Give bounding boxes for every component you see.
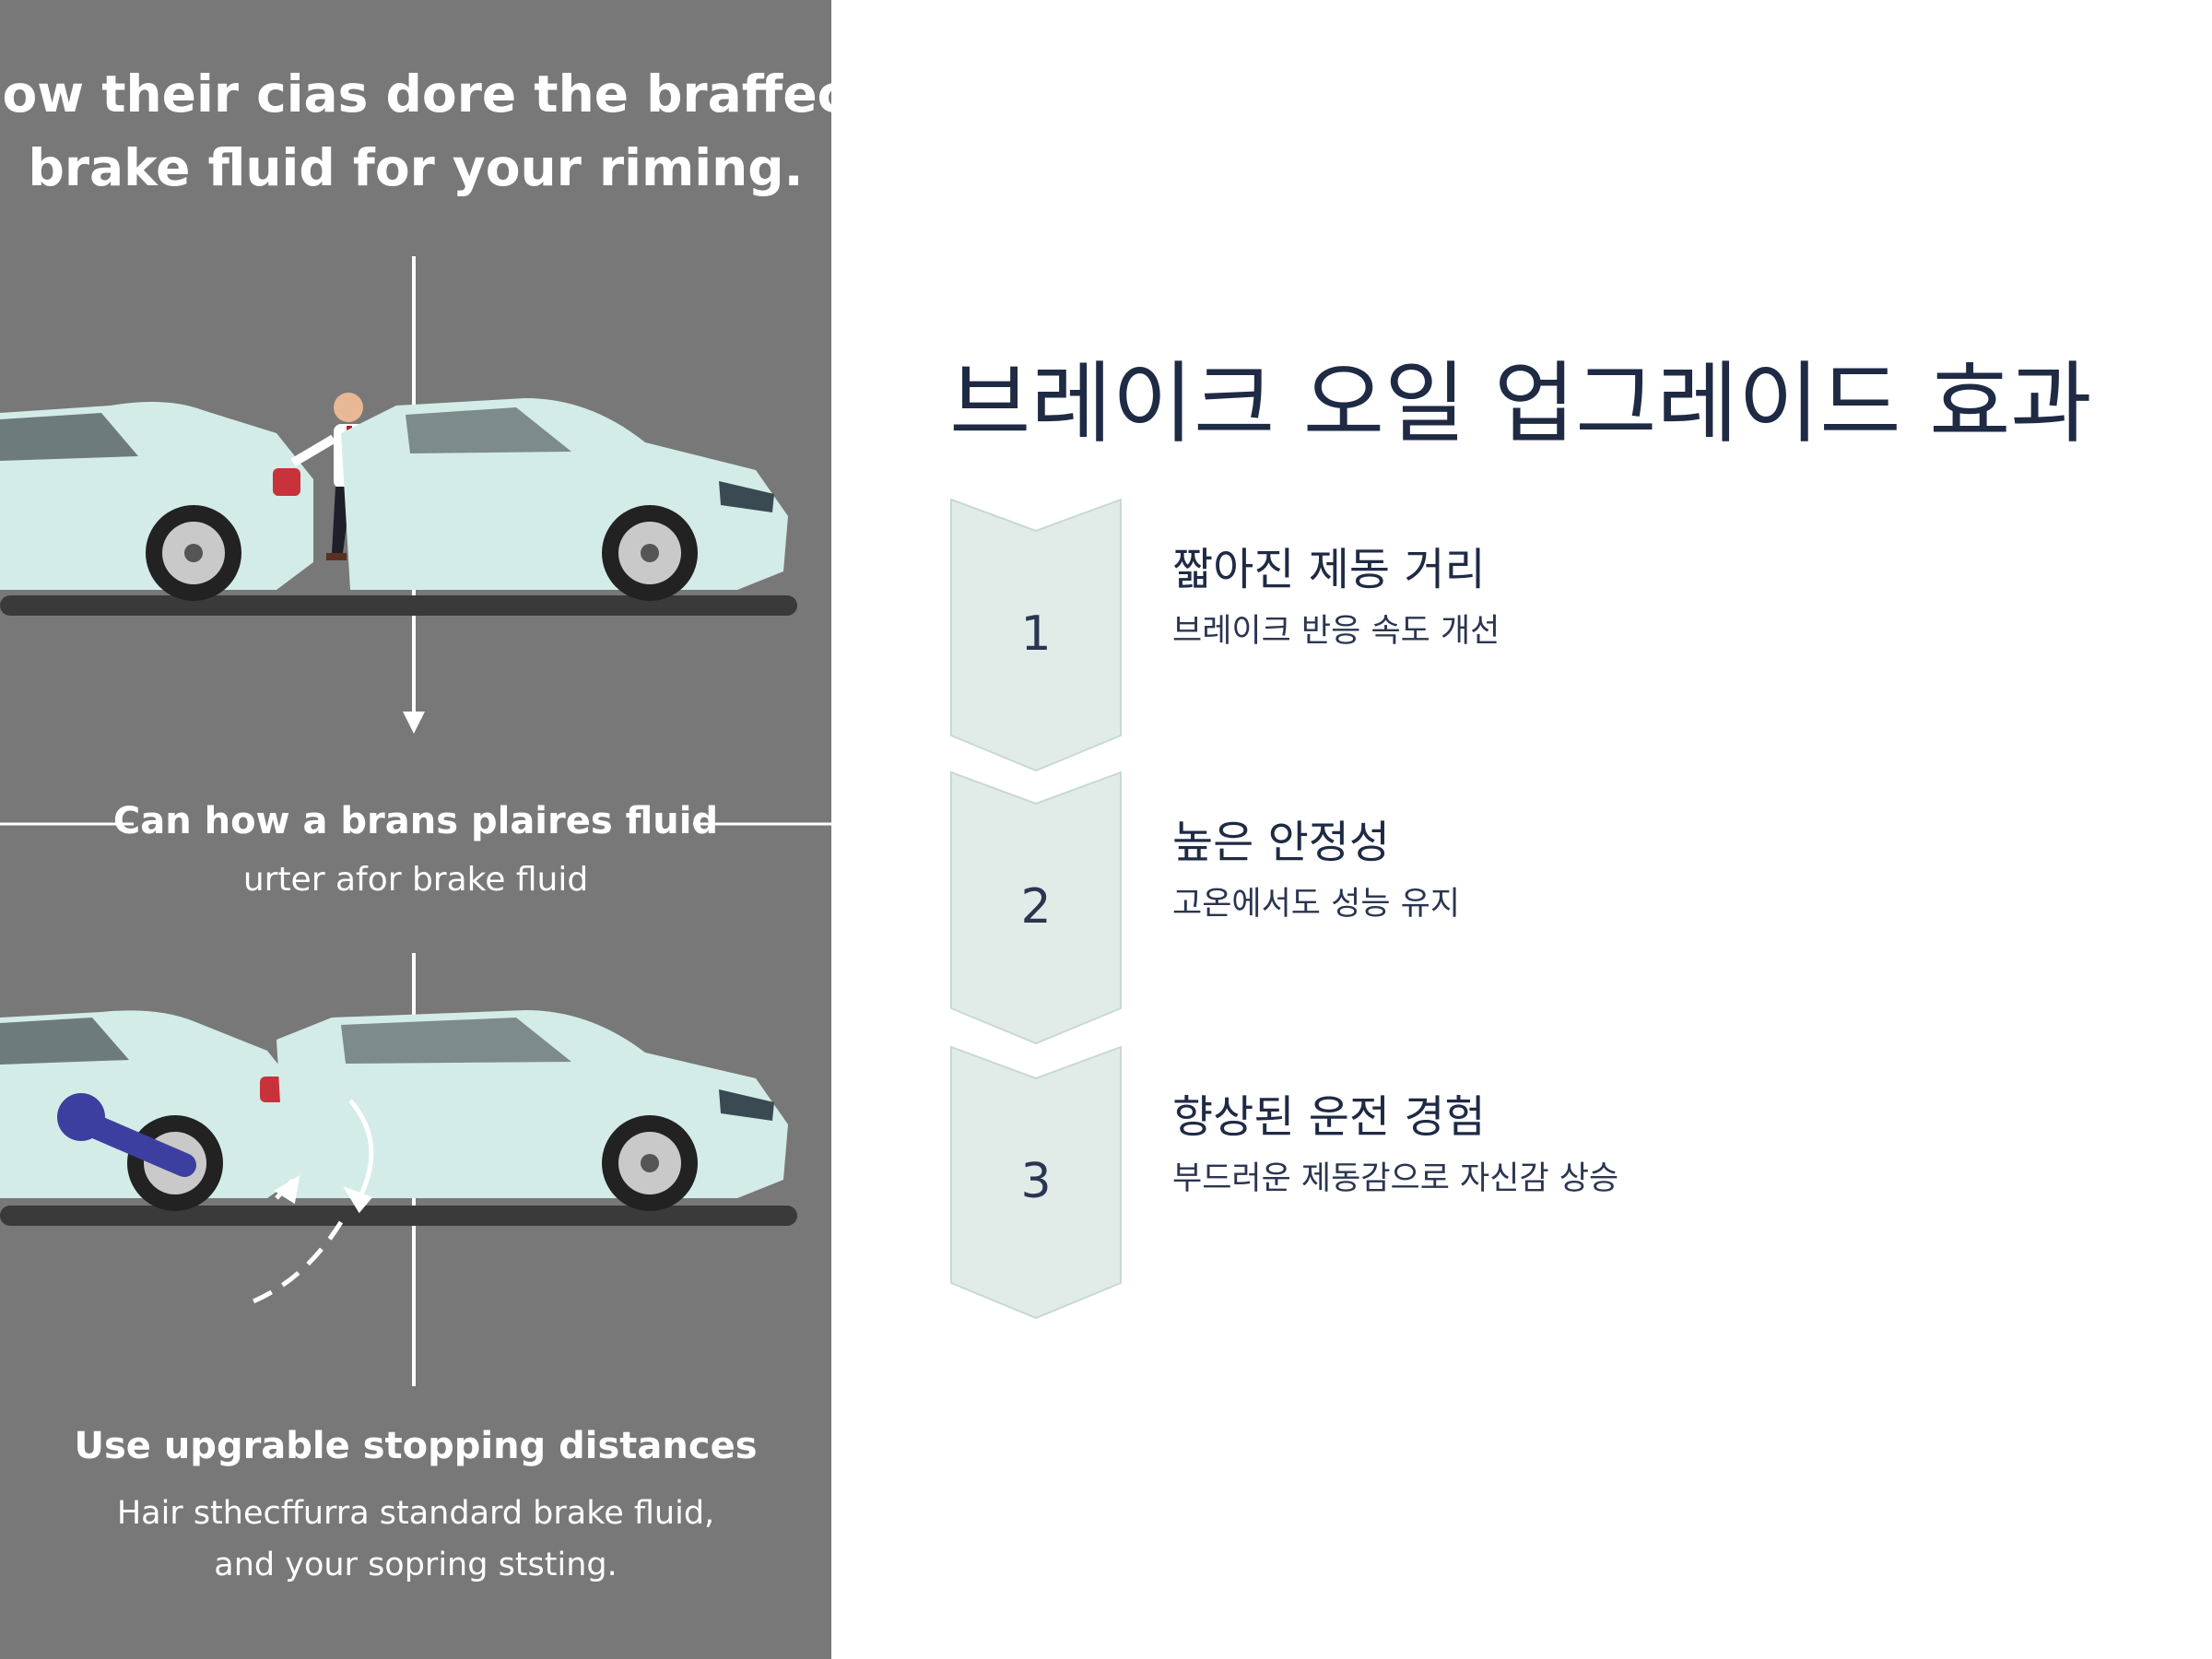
step-number: 3 [1020, 1154, 1052, 1209]
illustration-title-line2: brake fluid for your riming. [28, 138, 804, 197]
illustration-bottom-heading: Use upgrable stopping distances [74, 1425, 758, 1467]
car-right-top [341, 398, 788, 601]
step-item-3: 3 향상된 운전 경험 부드러운 제동감으로 자신감 상승 [949, 1045, 2147, 1322]
slide-title: 브레이크 오일 업그레이드 효과 [949, 352, 2092, 455]
car-left-bottom [0, 1010, 304, 1211]
step-description: 고온에서도 성능 유지 [1172, 886, 1461, 923]
car-shadow-bottom [0, 1206, 797, 1226]
step-title: 짧아진 제동 거리 [1172, 544, 1486, 595]
step-item-1: 1 짧아진 제동 거리 브레이크 반응 속도 개선 [949, 498, 2147, 774]
car-shadow [0, 595, 797, 616]
illustration-mid-heading: Can how a brans plaires fluid [112, 800, 719, 842]
chevron-step-icon [950, 771, 1122, 1045]
step-description: 브레이크 반응 속도 개선 [1172, 613, 1500, 650]
chevron-step-icon [950, 1045, 1122, 1320]
motion-arrows [248, 1099, 374, 1306]
illustration-title-line1: How their cias dore the braffect [0, 65, 831, 124]
chevron-step-icon [950, 498, 1122, 772]
illustration-graphic [0, 256, 831, 1386]
step-title: 향상된 운전 경험 [1172, 1091, 1486, 1143]
step-description: 부드러운 제동감으로 자신감 상승 [1172, 1160, 1619, 1197]
slide-content: 브레이크 오일 업그레이드 효과 1 짧아진 제동 거리 브레이크 반응 속도 … [949, 0, 2147, 1659]
step-number: 2 [1020, 879, 1052, 935]
step-title: 높은 안정성 [1172, 817, 1391, 868]
step-number: 1 [1020, 606, 1052, 662]
illustration-bottom-subtext: Hair sthecffurra standard brake fluid, a… [0, 1488, 831, 1591]
car-right-bottom [276, 1010, 788, 1211]
illustration-panel: How their cias dore the braffect brake f… [0, 0, 831, 1659]
illustration-mid-subtext: urter afor brake fluid [242, 861, 589, 899]
illustration-bottom-sub-line2: and your sopring ststing. [214, 1547, 618, 1583]
step-item-2: 2 높은 안정성 고온에서도 성능 유지 [949, 771, 2147, 1047]
illustration-bottom-sub-line1: Hair sthecffurra standard brake fluid, [116, 1495, 715, 1532]
car-left-top [0, 402, 313, 601]
illustration-title: How their cias dore the braffect brake f… [0, 57, 831, 205]
arrow-down-icon [403, 712, 425, 734]
